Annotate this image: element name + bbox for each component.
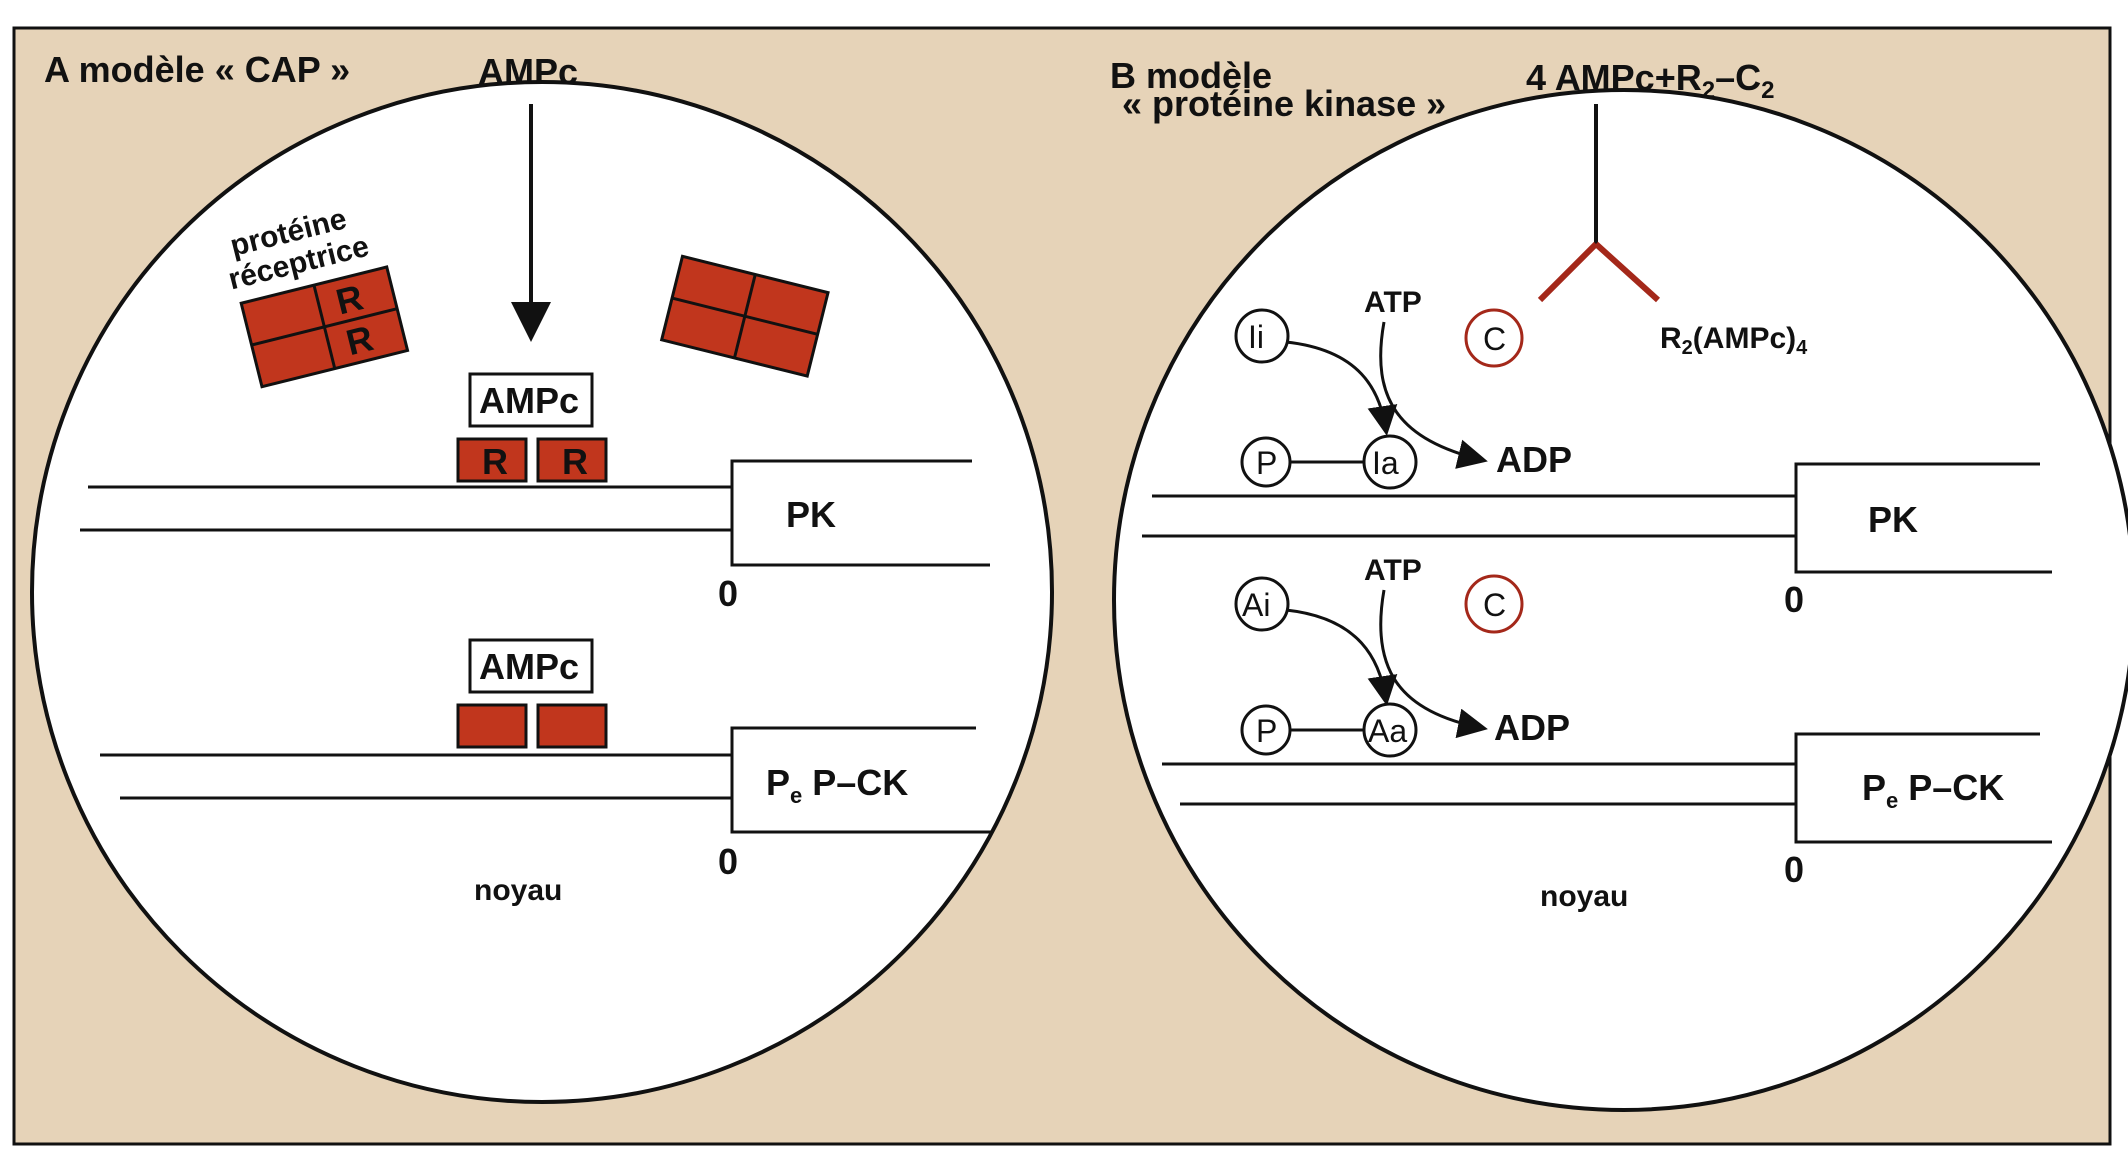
free-r-right [536, 703, 608, 749]
ampc-box-1-label: AMPc [479, 380, 579, 421]
gene-b2 [1794, 732, 2052, 844]
bound-r-right-label: R [562, 441, 588, 482]
receptor-protein-left: R R [239, 265, 410, 389]
nucleus-a: noyau [474, 874, 562, 907]
c-subunit-1 [1464, 308, 1524, 368]
panel-b-title-1: B modèle [1110, 55, 1272, 96]
gene-b1-label: PK [1868, 499, 1918, 540]
r2-ampc-label: R2(AMPc)4 [1660, 322, 1808, 359]
atp-2: ATP [1364, 554, 1422, 587]
gene-b2-label: Pe P–CK [1862, 767, 2004, 813]
free-r-left [456, 703, 528, 749]
ai-arrow [1285, 608, 1398, 706]
split-right [1593, 241, 1661, 303]
c-subunit-2 [1464, 574, 1524, 634]
gene-a2-label: Pe P–CK [766, 762, 908, 808]
cell-b [1112, 88, 2128, 1112]
ampc-box-1 [468, 372, 594, 428]
zero-a2: 0 [718, 841, 738, 882]
bound-r-right [536, 437, 608, 483]
gene-a1 [730, 459, 990, 567]
panel-a-title: A modèle « CAP » [44, 49, 350, 90]
atp-2-arrow [1379, 589, 1488, 739]
p-node-2-label: P [1256, 713, 1277, 749]
panel-b-top-formula: 4 AMPc+R2–C2 [1526, 57, 1774, 104]
ii-node [1234, 308, 1290, 364]
p-node-1-label: P [1256, 445, 1277, 481]
zero-b2: 0 [1784, 849, 1804, 890]
zero-a1: 0 [718, 573, 738, 614]
gene-a2 [730, 726, 992, 834]
aa-node [1362, 702, 1418, 758]
gene-b1 [1794, 462, 2052, 574]
panel-b-title-2: « protéine kinase » [1122, 83, 1446, 124]
ia-label: Ia [1372, 445, 1399, 481]
c-subunit-2-label: C [1483, 587, 1506, 623]
c-subunit-1-label: C [1483, 321, 1506, 357]
ampc-box-2 [468, 638, 594, 694]
atp-1-arrow [1379, 321, 1488, 469]
adp-2: ADP [1494, 707, 1570, 748]
adp-1: ADP [1496, 439, 1572, 480]
gene-a1-label: PK [786, 494, 836, 535]
nucleus-b: noyau [1540, 880, 1628, 913]
aa-label: Aa [1368, 713, 1407, 749]
ii-arrow [1285, 340, 1398, 436]
receptor-protein-right [659, 254, 830, 378]
ii-label: Ii [1248, 319, 1264, 355]
ampc-box-2-label: AMPc [479, 646, 579, 687]
bound-r-left-label: R [482, 441, 508, 482]
bound-r-left [456, 437, 528, 483]
atp-1: ATP [1364, 286, 1422, 319]
ai-label: Ai [1242, 587, 1270, 623]
panel-a-ampc-top: AMPc [478, 51, 578, 92]
cell-a [30, 80, 1054, 1104]
zero-b1: 0 [1784, 579, 1804, 620]
split-left [1537, 241, 1599, 303]
ia-node [1362, 434, 1418, 490]
ai-node [1234, 576, 1290, 632]
